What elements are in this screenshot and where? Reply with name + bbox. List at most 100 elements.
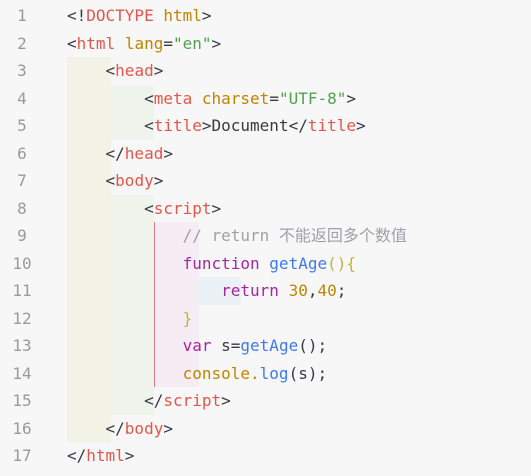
code-token: DOCTYPE [86, 6, 154, 25]
code-token: 不能返回多个数值 [278, 226, 407, 245]
code-token: < [67, 88, 154, 108]
code-line: <title>Document</title> [67, 112, 366, 140]
code-token: (); [298, 336, 328, 355]
code-token: var [182, 336, 212, 355]
code-line: var s=getAge(); [67, 332, 328, 360]
line-number: 6 [17, 143, 27, 163]
line-number: 7 [17, 171, 27, 190]
code-token: < [67, 33, 77, 53]
line-number: 1 [17, 6, 27, 25]
code-token: > [356, 116, 366, 135]
code-line: <!DOCTYPE html> [67, 2, 212, 30]
indent-guide [154, 222, 199, 387]
code-token: html [76, 33, 116, 53]
code-token [192, 89, 202, 108]
code-line: <meta charset="UTF-8"> [67, 85, 356, 113]
code-token: function [182, 253, 260, 273]
code-line: return 30,40; [67, 277, 346, 305]
code-token: > [153, 171, 164, 190]
line-number: 5 [17, 116, 27, 135]
code-token: > [201, 6, 212, 25]
code-line: </head> [67, 140, 173, 168]
code-token [279, 281, 289, 300]
code-token: = [163, 33, 173, 53]
code-token: title [153, 116, 202, 135]
code-token: getAge [240, 336, 299, 355]
code-token: (){ [327, 253, 356, 273]
indent-guide [110, 194, 154, 415]
code-token: "en" [172, 33, 212, 53]
code-line: <body> [67, 167, 164, 195]
code-token: "UTF-8" [278, 88, 347, 108]
indent-guide [197, 277, 241, 305]
code-token: s= [211, 336, 241, 355]
code-line: // return 不能返回多个数值 [67, 222, 407, 250]
code-line: </html> [67, 442, 134, 470]
code-token: lang [124, 33, 164, 53]
line-number: 8 [17, 198, 27, 218]
code-token: > [211, 198, 222, 218]
code-token: 30 [288, 281, 308, 300]
code-line: </body> [67, 415, 173, 443]
line-number: 15 [12, 391, 32, 410]
code-token: console. [67, 363, 260, 383]
code-token: ; [336, 281, 347, 300]
line-number: 2 [17, 33, 27, 53]
code-line: <script> [67, 195, 221, 223]
code-token: meta [153, 88, 193, 108]
code-token: 40 [317, 281, 337, 300]
code-token: < [67, 61, 116, 80]
line-number: 3 [17, 61, 27, 80]
code-token: > [211, 33, 222, 53]
line-number: 9 [17, 226, 27, 245]
code-token: head [124, 143, 164, 163]
code-line: <head> [67, 57, 164, 85]
line-number: 17 [12, 446, 32, 465]
code-token: script [153, 198, 212, 218]
code-token [67, 336, 183, 355]
code-token: >Document</ [201, 116, 308, 135]
code-token: </ [67, 143, 125, 163]
code-line: <html lang="en"> [67, 30, 221, 58]
line-number: 4 [17, 88, 27, 108]
code-line: } [67, 305, 193, 333]
code-token [154, 6, 164, 25]
line-number: 11 [12, 281, 32, 300]
code-token: </ [67, 418, 125, 438]
code-token: > [163, 143, 173, 163]
code-token: <! [67, 6, 87, 25]
code-token: </ [67, 446, 87, 465]
code-token: (s); [288, 363, 328, 383]
line-number: 14 [12, 363, 32, 383]
code-token: head [115, 61, 154, 80]
code-token: // return [67, 226, 279, 245]
code-line: function getAge(){ [67, 250, 356, 278]
code-token: } [67, 308, 193, 328]
code-token: body [115, 171, 154, 190]
code-token: getAge [269, 253, 328, 273]
line-number-gutter [0, 0, 62, 476]
code-token [67, 281, 221, 300]
code-line: console.log(s); [67, 360, 328, 388]
code-token: = [269, 88, 279, 108]
code-token: return [221, 281, 279, 300]
code-token: , [307, 281, 318, 300]
indent-guide [110, 84, 154, 140]
code-token: < [67, 198, 154, 218]
code-token: html [86, 446, 125, 465]
line-number: 10 [12, 253, 32, 273]
code-token: script [163, 391, 222, 410]
code-token: charset [201, 88, 270, 108]
code-token: html [163, 6, 202, 25]
code-token: title [307, 116, 357, 135]
code-token [115, 34, 125, 53]
code-token [67, 254, 183, 273]
code-token: < [67, 116, 154, 135]
line-number: 13 [12, 336, 32, 355]
code-token: body [124, 418, 164, 438]
code-token: log [259, 363, 289, 383]
code-token: < [67, 171, 116, 190]
code-token [260, 254, 270, 273]
code-token: > [153, 61, 164, 80]
